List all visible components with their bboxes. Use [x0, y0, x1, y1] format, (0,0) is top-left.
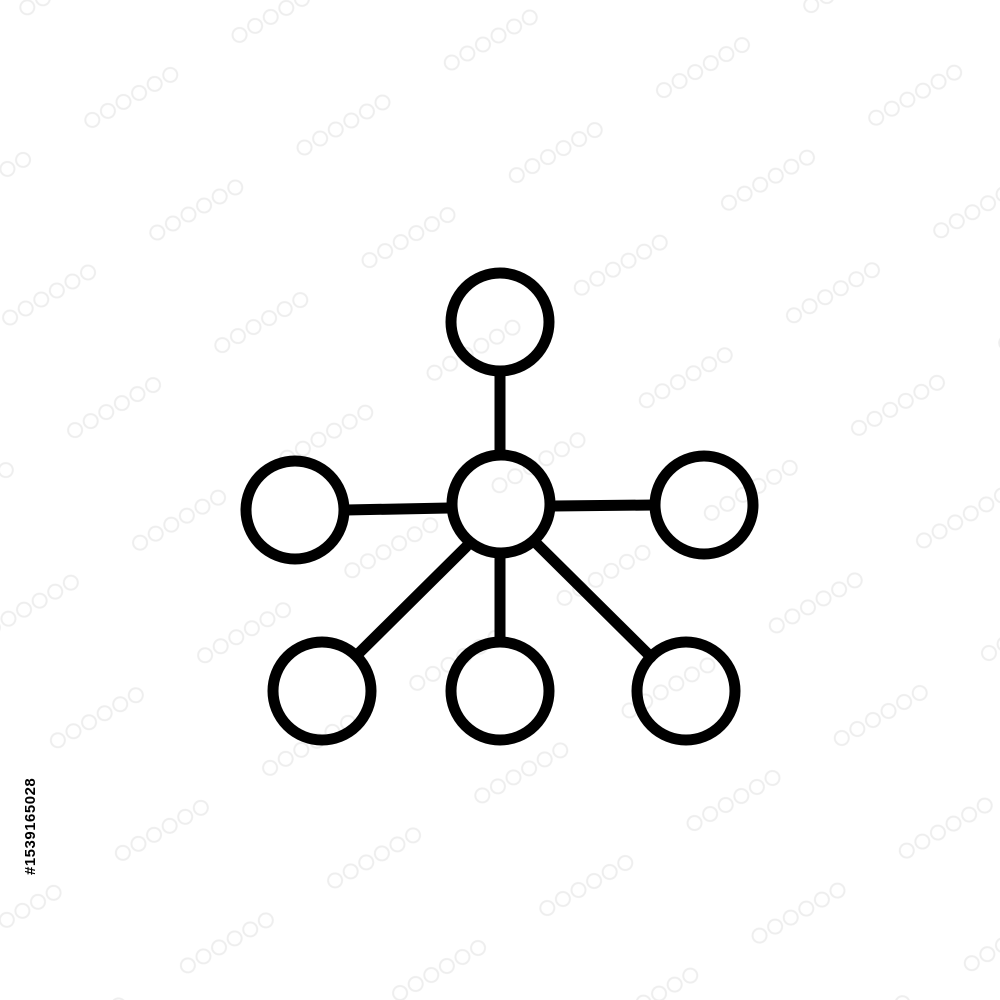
stock-id-label: #1539165028: [22, 777, 39, 875]
top-node: [445, 267, 555, 377]
connector-bottom-right: [531, 538, 657, 663]
bottom-left-node: [267, 636, 377, 746]
left-node: [240, 455, 350, 565]
bottom-right-node: [631, 636, 741, 746]
connector-right: [547, 499, 661, 512]
connector-left: [340, 502, 455, 516]
bottom-center-node: [445, 636, 555, 746]
right-node: [649, 450, 759, 560]
connector-bottom-left: [351, 541, 472, 661]
center-circle: [446, 449, 556, 559]
